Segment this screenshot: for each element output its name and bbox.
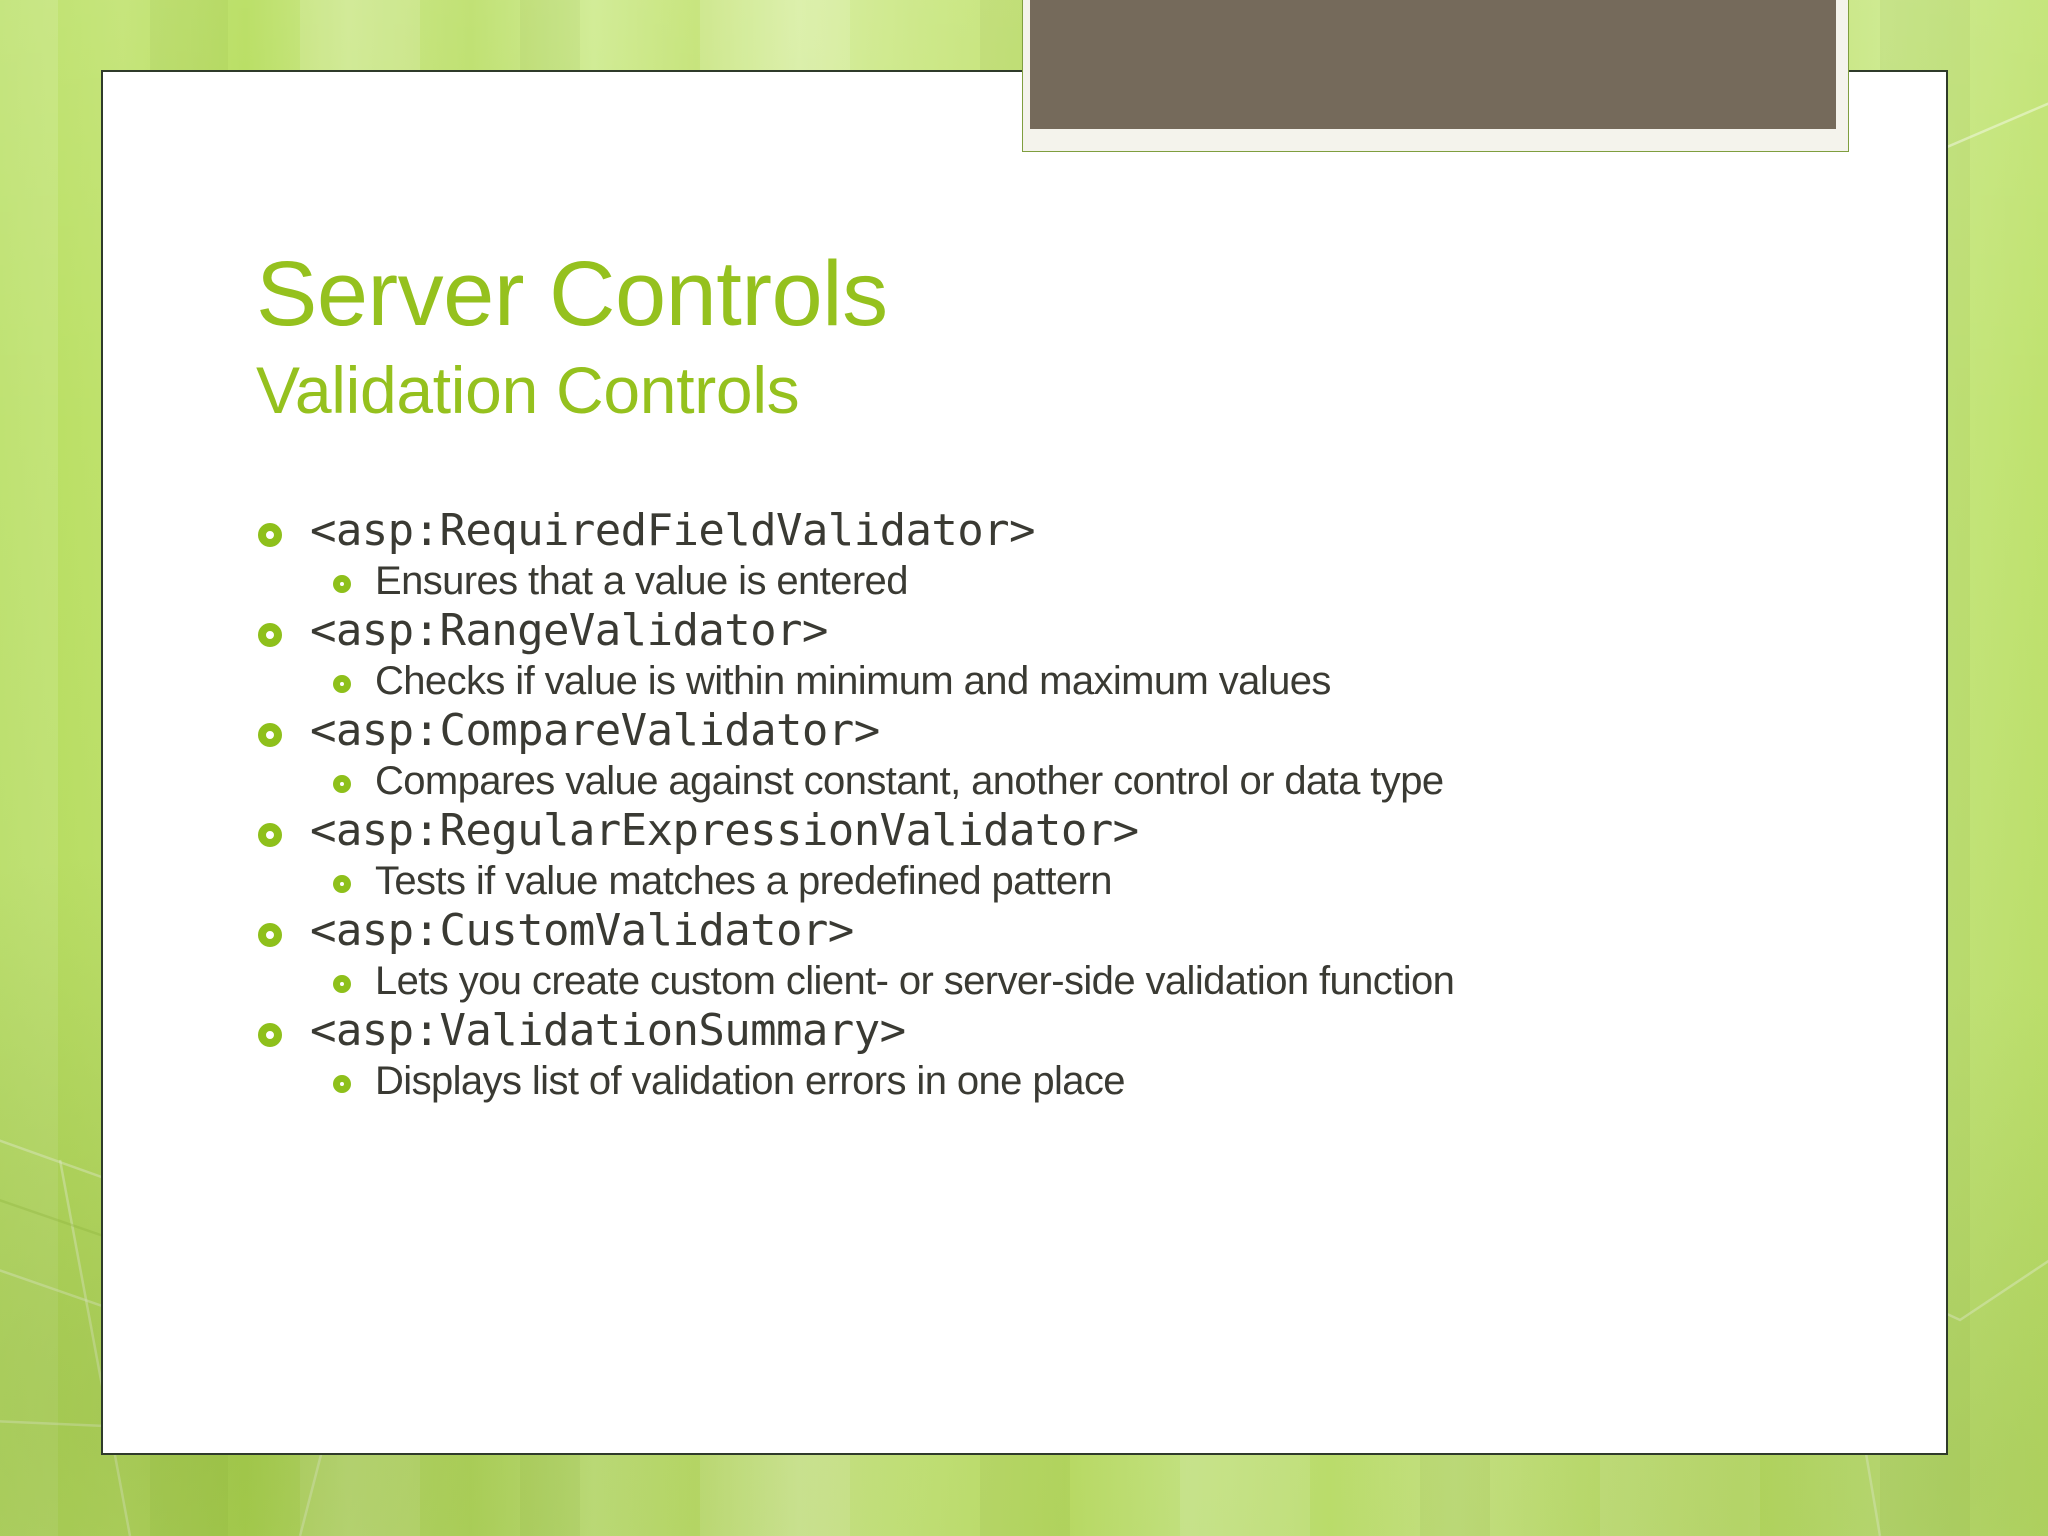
validation-controls-list: <asp:RequiredFieldValidator> Ensures tha… bbox=[258, 505, 1818, 1105]
bullet-ring-icon bbox=[333, 874, 351, 893]
control-tag: <asp:ValidationSummary> bbox=[310, 1004, 906, 1056]
bullet-ring-icon bbox=[258, 822, 282, 847]
list-item: <asp:CustomValidator> bbox=[258, 905, 1818, 958]
control-description: Lets you create custom client- or server… bbox=[375, 958, 1455, 1003]
control-tag: <asp:CompareValidator> bbox=[310, 704, 880, 756]
bullet-ring-icon bbox=[333, 774, 351, 793]
bullet-ring-icon bbox=[258, 622, 282, 647]
list-item-description: Compares value against constant, another… bbox=[333, 758, 1818, 803]
bullet-ring-icon bbox=[333, 974, 351, 993]
control-tag: <asp:RegularExpressionValidator> bbox=[310, 804, 1139, 856]
list-item-description: Lets you create custom client- or server… bbox=[333, 958, 1818, 1003]
bullet-ring-icon bbox=[333, 574, 351, 593]
slide-content-card bbox=[101, 70, 1948, 1455]
list-item-description: Displays list of validation errors in on… bbox=[333, 1058, 1818, 1103]
picture-placeholder bbox=[1030, 0, 1836, 129]
bullet-ring-icon bbox=[258, 722, 282, 747]
list-item: <asp:CompareValidator> bbox=[258, 705, 1818, 758]
page-title: Server Controls bbox=[256, 243, 888, 345]
control-description: Checks if value is within minimum and ma… bbox=[375, 658, 1331, 703]
list-item-description: Tests if value matches a predefined patt… bbox=[333, 858, 1818, 903]
bullet-ring-icon bbox=[333, 674, 351, 693]
bullet-ring-icon bbox=[258, 1022, 282, 1047]
control-tag: <asp:RangeValidator> bbox=[310, 604, 828, 656]
control-description: Tests if value matches a predefined patt… bbox=[375, 858, 1112, 903]
control-description: Displays list of validation errors in on… bbox=[375, 1058, 1126, 1103]
page-subtitle: Validation Controls bbox=[256, 353, 800, 427]
list-item: <asp:RegularExpressionValidator> bbox=[258, 805, 1818, 858]
list-item-description: Checks if value is within minimum and ma… bbox=[333, 658, 1818, 703]
list-item: <asp:RangeValidator> bbox=[258, 605, 1818, 658]
control-description: Ensures that a value is entered bbox=[375, 558, 908, 603]
list-item: <asp:RequiredFieldValidator> bbox=[258, 505, 1818, 558]
background-band bbox=[0, 0, 58, 1536]
control-tag: <asp:CustomValidator> bbox=[310, 904, 854, 956]
control-tag: <asp:RequiredFieldValidator> bbox=[310, 505, 1036, 556]
bullet-ring-icon bbox=[258, 922, 282, 947]
list-item: <asp:ValidationSummary> bbox=[258, 1005, 1818, 1058]
bullet-ring-icon bbox=[258, 523, 282, 547]
list-item-description: Ensures that a value is entered bbox=[333, 558, 1818, 603]
title-block: Server Controls Validation Controls bbox=[256, 248, 1756, 430]
bullet-ring-icon bbox=[333, 1074, 351, 1093]
control-description: Compares value against constant, another… bbox=[375, 758, 1444, 803]
